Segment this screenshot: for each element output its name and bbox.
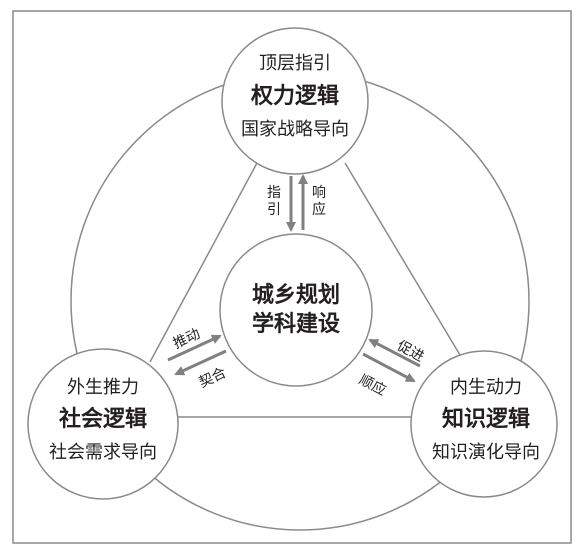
node-left-desc: 社会需求导向: [49, 442, 157, 463]
node-right-desc: 知识演化导向: [432, 442, 540, 463]
outer-frame: [12, 10, 572, 544]
node-left-sub: 外生推力: [67, 377, 139, 398]
label-top-up: 响应: [312, 185, 326, 218]
node-center-circle: [219, 233, 373, 387]
center-line1: 城乡规划: [251, 283, 341, 308]
node-top-main: 权力逻辑: [250, 84, 340, 109]
node-top-circle: [221, 27, 369, 175]
node-right-circle: [410, 350, 558, 498]
label-top-down: 指引: [267, 185, 281, 218]
center-line2: 学科建设: [251, 312, 341, 337]
node-top-desc: 国家战略导向: [241, 119, 349, 140]
node-top-sub: 顶层指引: [259, 53, 331, 74]
node-right-main: 知识逻辑: [441, 407, 531, 432]
node-left-main: 社会逻辑: [58, 407, 148, 432]
triangle-edge-left: [149, 162, 258, 363]
arrow-right-out: [368, 338, 421, 368]
arrow-left-out: [167, 334, 222, 362]
triangle-edge-right: [344, 162, 464, 361]
arrow-right-in: [362, 352, 416, 383]
node-right-sub: 内生动力: [450, 377, 522, 398]
node-left-circle: [27, 348, 179, 500]
arrow-left-in: [174, 349, 227, 376]
